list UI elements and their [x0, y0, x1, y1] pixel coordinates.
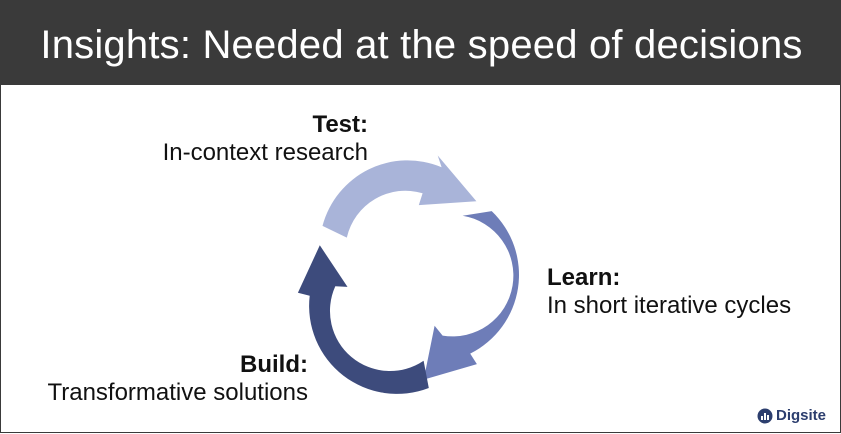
- logo-text: Digsite: [775, 407, 826, 424]
- step-label-build: Build: Transformative solutions: [47, 351, 308, 407]
- step-heading-test: Test:: [312, 111, 368, 138]
- slide-header: [1, 1, 841, 85]
- step-text-test: In-context research: [162, 139, 368, 166]
- slide-title: Insights: Needed at the speed of decisio…: [40, 23, 803, 67]
- cycle-arrow-build: [297, 245, 429, 394]
- cycle-arrow-test: [322, 155, 477, 238]
- step-label-learn: Learn: In short iterative cycles: [547, 264, 791, 320]
- step-heading-build: Build:: [240, 351, 308, 378]
- step-heading-learn: Learn:: [547, 264, 621, 291]
- bar-chart-icon: [757, 408, 773, 423]
- step-label-test: Test: In-context research: [163, 111, 368, 167]
- step-text-learn: In short iterative cycles: [547, 292, 792, 319]
- step-text-build: Transformative solutions: [47, 379, 308, 406]
- cycle-arrow-learn: [423, 211, 519, 380]
- digsite-logo: Digsite: [757, 407, 826, 424]
